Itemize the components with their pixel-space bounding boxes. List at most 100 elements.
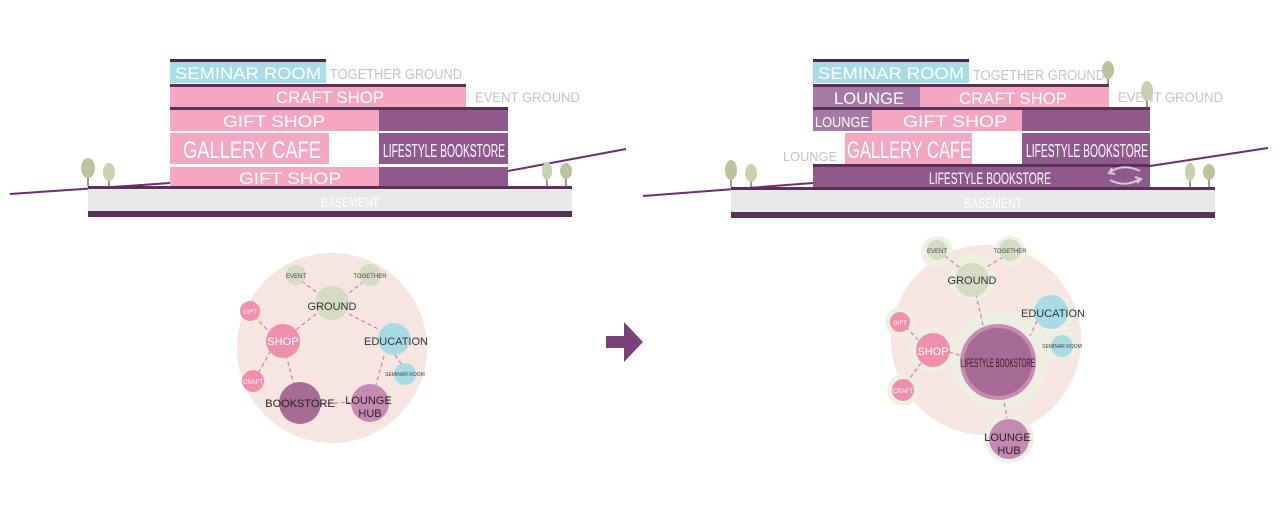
bubble-gift-label: GIFT bbox=[893, 321, 907, 327]
lifestyle-bookstore-lower-block bbox=[379, 167, 508, 187]
gallery-cafe-label: GALLERY CAFE bbox=[847, 137, 971, 164]
gallery-cafe-block bbox=[170, 133, 329, 164]
bubble-education bbox=[378, 323, 410, 355]
bubble-gift bbox=[240, 301, 260, 321]
before-section: SEMINAR ROOM TOGETHER GROUND CRAFT SHOP … bbox=[9, 59, 627, 217]
bubble-ground bbox=[315, 286, 349, 320]
basement-block bbox=[88, 189, 572, 211]
bubble-ground-label: GROUND bbox=[308, 301, 357, 313]
bubble-shop-label: SHOP bbox=[267, 336, 298, 348]
bubble-together bbox=[999, 239, 1021, 261]
lounge-mid-block bbox=[813, 110, 872, 131]
basement-label: BASEMENT bbox=[321, 194, 379, 210]
ground-line-right bbox=[642, 147, 1269, 197]
seminar-room-label: SEMINAR ROOM bbox=[818, 64, 964, 83]
bubble-seminar-room-label: SEMINAR ROOM bbox=[1042, 344, 1082, 350]
lifestyle-bookstore-upper-block bbox=[379, 110, 508, 131]
bubble-together bbox=[359, 264, 381, 286]
lifestyle-bookstore-lower-label: LIFESTYLE BOOKSTORE bbox=[929, 169, 1051, 188]
seminar-room-block bbox=[170, 62, 326, 83]
tree-icon bbox=[81, 158, 95, 186]
basement-label: BASEMENT bbox=[964, 195, 1022, 211]
tree-icon bbox=[1203, 164, 1215, 187]
tree-icon bbox=[542, 162, 552, 186]
gift-shop-top-block bbox=[170, 110, 379, 131]
bubble-event bbox=[927, 240, 947, 260]
bubble-lifestyle-bookstore bbox=[964, 328, 1032, 396]
cafe-void-block bbox=[972, 133, 1022, 164]
after-section: SEMINAR ROOM TOGETHER GROUND LOUNGE CRAF… bbox=[642, 59, 1269, 218]
gift-shop-bottom-block bbox=[170, 167, 379, 187]
bubble-lounge-hub-label: LOUNGE HUB bbox=[345, 395, 395, 420]
lifestyle-bookstore-upper-block bbox=[1022, 110, 1150, 131]
bubble-seminar-room bbox=[394, 363, 416, 385]
event-ground-label: EVENT GROUND bbox=[1118, 89, 1223, 105]
craft-shop-block bbox=[170, 87, 466, 107]
lounge-top-block bbox=[813, 87, 920, 107]
bubble-craft bbox=[892, 379, 914, 401]
bubble-education-label: EDUCATION bbox=[1021, 308, 1085, 320]
bubble-event-label: EVENT bbox=[927, 249, 947, 255]
bubble-shop bbox=[916, 333, 950, 367]
gift-shop-block bbox=[872, 110, 1022, 131]
bubble-craft-label: CRAFT bbox=[893, 389, 913, 395]
bubble-education-label: EDUCATION bbox=[364, 336, 428, 348]
lifestyle-bookstore-block bbox=[1022, 133, 1150, 164]
together-ground-label: TOGETHER GROUND bbox=[330, 66, 462, 83]
gift-shop-top-label: GIFT SHOP bbox=[223, 112, 325, 131]
lifestyle-bookstore-lower-block bbox=[813, 167, 1150, 187]
bubble-lounge-hub bbox=[351, 384, 389, 422]
lifestyle-bookstore-block bbox=[379, 133, 508, 164]
bubble-together-label: TOGETHER bbox=[993, 249, 1027, 255]
after-bubble-diagram: EVENT TOGETHER GROUND EDUCATION SEMINAR … bbox=[885, 236, 1085, 463]
bubble-ground-label: GROUND bbox=[948, 275, 997, 287]
bubble-lifestyle-bookstore-label: LIFESTYLE BOOKSTORE bbox=[961, 356, 1035, 370]
bubble-seminar-room bbox=[1051, 335, 1073, 357]
tree-icon bbox=[1185, 163, 1195, 187]
gallery-cafe-block bbox=[845, 133, 972, 164]
bubble-gift bbox=[890, 312, 910, 332]
before-bubble-diagram: EVENT TOGETHER GROUND GIFT SHOP EDUCATIO… bbox=[237, 253, 428, 443]
event-ground-label: EVENT GROUND bbox=[475, 89, 580, 105]
transition-arrow-icon bbox=[606, 322, 643, 362]
tree-icon bbox=[1141, 81, 1153, 107]
gift-shop-bottom-label: GIFT SHOP bbox=[239, 169, 341, 188]
lounge-top-label: LOUNGE bbox=[834, 89, 904, 108]
gallery-cafe-label: GALLERY CAFE bbox=[183, 137, 321, 164]
tree-icon bbox=[103, 163, 115, 186]
bubble-bookstore-label: BOOKSTORE bbox=[265, 398, 334, 410]
lifestyle-bookstore-label: LIFESTYLE BOOKSTORE bbox=[383, 141, 505, 161]
bubble-craft-label: CRAFT bbox=[243, 380, 263, 386]
together-ground-label: TOGETHER GROUND bbox=[973, 67, 1105, 84]
seminar-room-label: SEMINAR ROOM bbox=[175, 64, 321, 83]
bubble-education bbox=[1034, 295, 1068, 329]
lounge-left-label: LOUNGE bbox=[783, 149, 837, 164]
craft-shop-block bbox=[920, 87, 1109, 107]
bubble-together-label: TOGETHER bbox=[353, 274, 387, 280]
circulation-arrow-icon bbox=[1107, 166, 1143, 185]
seminar-room-block bbox=[813, 62, 969, 83]
craft-shop-label: CRAFT SHOP bbox=[276, 88, 384, 107]
bubble-event bbox=[286, 265, 306, 285]
tree-icon bbox=[745, 164, 757, 187]
cafe-void-block bbox=[329, 133, 379, 164]
gift-shop-label: GIFT SHOP bbox=[903, 112, 1007, 131]
tree-icon bbox=[1102, 61, 1114, 84]
lounge-mid-label: LOUNGE bbox=[815, 114, 869, 131]
bubble-shop-label: SHOP bbox=[917, 346, 948, 358]
bubble-lounge-hub-label: LOUNGE HUB bbox=[984, 432, 1034, 457]
bubble-shop bbox=[266, 324, 300, 358]
bubble-gift-label: GIFT bbox=[243, 310, 257, 316]
tree-icon bbox=[725, 160, 737, 187]
bubble-bookstore bbox=[279, 382, 321, 424]
lifestyle-bookstore-upper-label: LIFESTYLE BOOKSTORE bbox=[1026, 141, 1148, 161]
basement-block bbox=[731, 190, 1215, 212]
craft-shop-label: CRAFT SHOP bbox=[959, 89, 1067, 108]
bubble-craft bbox=[242, 370, 264, 392]
tree-icon bbox=[560, 163, 572, 186]
bubble-lounge-hub bbox=[989, 419, 1029, 459]
bubble-ground bbox=[955, 263, 989, 297]
bubble-seminar-room-label: SEMINAR ROOM bbox=[385, 372, 425, 378]
